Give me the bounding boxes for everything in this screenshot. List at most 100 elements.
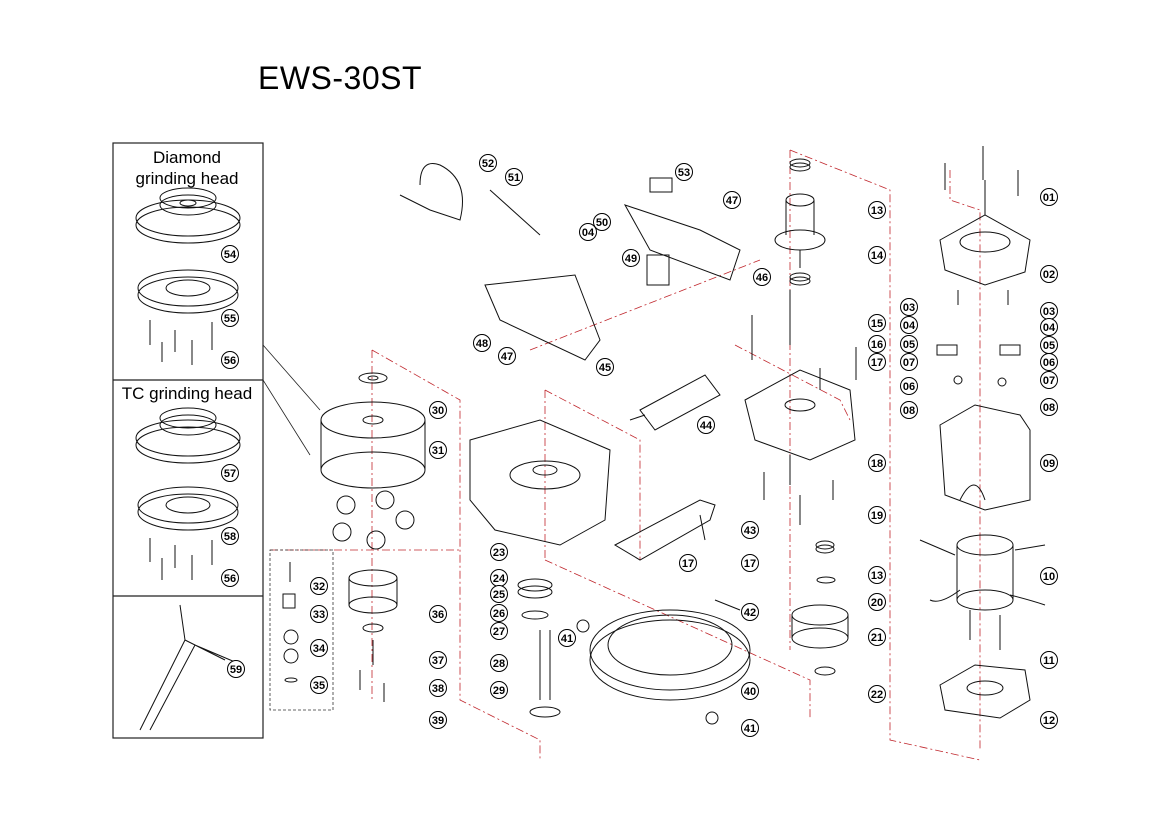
callout-04: 04: [1040, 318, 1058, 336]
callout-number: 08: [1043, 402, 1055, 414]
callout-06: 06: [900, 377, 918, 395]
drawing-title: EWS-30ST: [258, 60, 423, 96]
callout-circle: [490, 604, 508, 622]
circlip-20: [816, 576, 836, 584]
callout-03: 03: [900, 298, 918, 316]
callout-circle: [868, 506, 886, 524]
callout-circle: [490, 585, 508, 603]
callout-28: 28: [490, 654, 508, 672]
callout-number: 11: [1043, 655, 1055, 667]
callout-circle: [490, 681, 508, 699]
callout-number: 09: [1043, 458, 1055, 470]
callout-07: 07: [1040, 371, 1058, 389]
callout-circle: [558, 629, 576, 647]
callout-number: 03: [1043, 306, 1055, 318]
callout-number: 07: [903, 357, 915, 369]
guard-ring-40: [589, 609, 751, 701]
motor-housing-09: [939, 404, 1031, 511]
callout-circle: [679, 554, 697, 572]
callout-circle: [868, 593, 886, 611]
stator-10: [919, 534, 1046, 611]
callout-circle: [868, 628, 886, 646]
callout-09: 09: [1040, 454, 1058, 472]
callout-circle: [221, 464, 239, 482]
callout-number: 41: [744, 723, 756, 735]
callout-circle: [1040, 454, 1058, 472]
callout-25: 25: [490, 585, 508, 603]
callout-circle: [868, 201, 886, 219]
callout-circle: [221, 351, 239, 369]
callout-circle: [900, 401, 918, 419]
screws-56-lower: [149, 538, 213, 580]
bearing-13-bottom: [815, 540, 835, 554]
callout-06: 06: [1040, 353, 1058, 371]
callout-number: 43: [744, 525, 756, 537]
callout-26: 26: [490, 604, 508, 622]
assembly-axis-lines: [270, 149, 981, 761]
side-handle-43: [613, 499, 716, 561]
callout-circle: [310, 577, 328, 595]
callout-22: 22: [868, 685, 886, 703]
callout-circle: [490, 543, 508, 561]
callout-circle: [1040, 188, 1058, 206]
callout-34: 34: [310, 639, 328, 657]
callout-number: 29: [493, 685, 505, 697]
callout-number: 19: [871, 510, 883, 522]
callout-number: 01: [1043, 192, 1055, 204]
callout-16: 16: [868, 335, 886, 353]
callout-01: 01: [1040, 188, 1058, 206]
callout-number: 32: [313, 581, 325, 593]
callout-36: 36: [429, 605, 447, 623]
small-parts-box: [269, 549, 334, 711]
callout-circle: [579, 223, 597, 241]
callout-circle: [429, 679, 447, 697]
callout-number: 18: [871, 458, 883, 470]
callout-18: 18: [868, 454, 886, 472]
callout-circle: [227, 660, 245, 678]
bolts-16-17-19: [751, 290, 857, 525]
switch-49: [646, 254, 670, 286]
callout-number: 37: [432, 655, 444, 667]
gear-case-23: [469, 419, 611, 546]
bearing-13-top: [789, 158, 811, 172]
callout-number: 35: [313, 680, 325, 692]
callout-circle: [596, 358, 614, 376]
armature-14: [774, 193, 826, 268]
callout-05: 05: [1040, 336, 1058, 354]
callout-number: 04: [582, 227, 595, 239]
callout-03: 03: [1040, 302, 1058, 320]
switch-53: [649, 177, 673, 193]
callout-55: 55: [221, 309, 239, 327]
callout-41: 41: [741, 719, 759, 737]
callout-47: 47: [498, 347, 516, 365]
callout-04: 04: [900, 316, 918, 334]
callout-circle: [868, 246, 886, 264]
callout-number: 30: [432, 405, 444, 417]
plate-55: [137, 269, 239, 314]
callout-circle: [429, 441, 447, 459]
callout-17: 17: [741, 554, 759, 572]
callout-circle: [429, 711, 447, 729]
circlip-22: [814, 666, 836, 676]
callout-number: 34: [313, 643, 326, 655]
callout-number: 38: [432, 683, 444, 695]
callout-circle: [490, 622, 508, 640]
panel-leader-lines: [262, 344, 321, 456]
head-housing-31: [320, 401, 426, 489]
callout-number: 53: [678, 167, 690, 179]
grip-44: [629, 374, 721, 431]
callout-15: 15: [868, 314, 886, 332]
callout-circle: [505, 168, 523, 186]
callout-17: 17: [868, 353, 886, 371]
callout-circle: [1040, 711, 1058, 729]
callout-39: 39: [429, 711, 447, 729]
callout-circle: [221, 569, 239, 587]
callout-circle: [741, 682, 759, 700]
callout-11: 11: [1040, 651, 1058, 669]
callout-circle: [1040, 398, 1058, 416]
callout-04: 04: [579, 223, 597, 241]
callout-14: 14: [868, 246, 886, 264]
screws-56-upper: [149, 320, 213, 365]
callout-number: 33: [313, 609, 325, 621]
callout-circle: [1040, 371, 1058, 389]
